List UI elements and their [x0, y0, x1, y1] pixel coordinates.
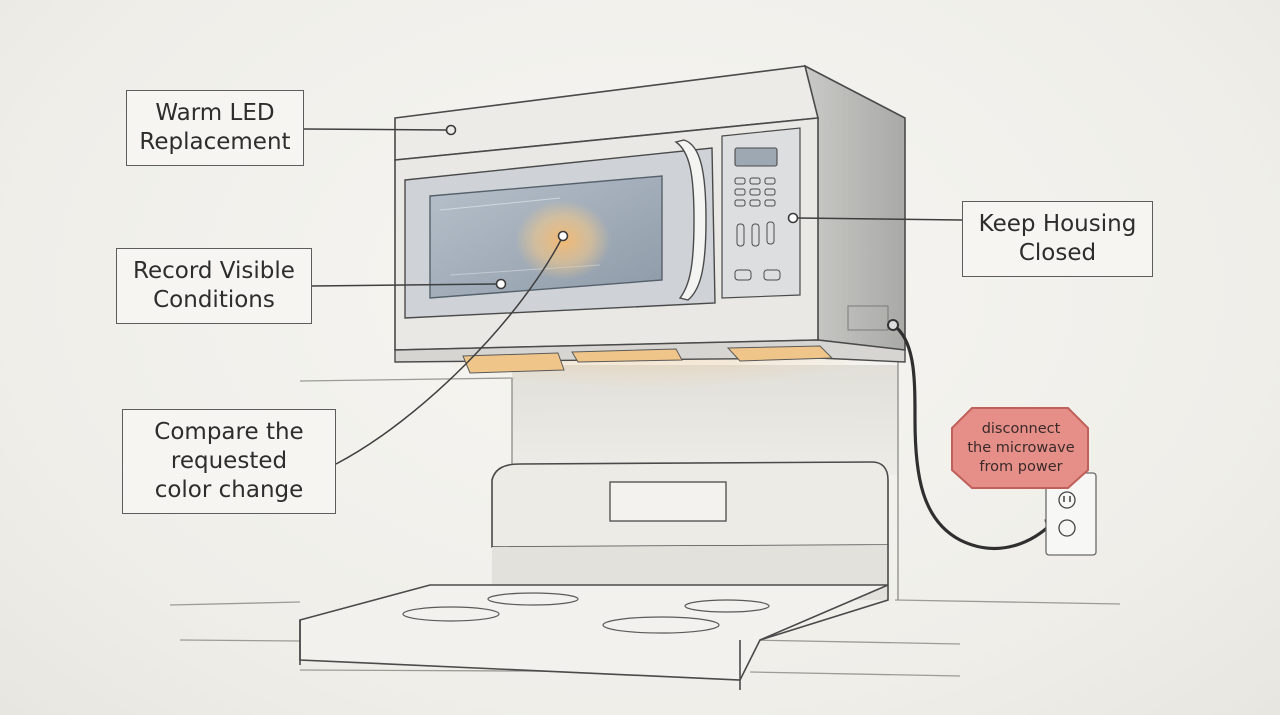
leader-keep-housing [797, 217, 963, 221]
leader-record [311, 283, 497, 287]
warning-text: disconnect the microwave from power [954, 410, 1088, 486]
microwave-body [394, 117, 819, 351]
microwave-bottom [394, 339, 906, 374]
label-keep-housing-closed: Keep Housing Closed [962, 201, 1153, 277]
label-compare-color-change: Compare the requested color change [122, 409, 336, 514]
label-line: Replacement [139, 129, 291, 155]
label-line: color change [154, 477, 304, 503]
label-line: Record Visible [133, 258, 295, 284]
label-line: Warm LED [155, 100, 275, 126]
display-window [734, 147, 778, 167]
burner [402, 606, 500, 622]
burner [684, 599, 770, 613]
burner [487, 592, 579, 606]
label-line: requested [170, 448, 288, 474]
warning-line: from power [979, 458, 1063, 475]
label-warm-led-replacement: Warm LED Replacement [126, 90, 304, 166]
warning-octagon [951, 407, 1089, 489]
control-panel [721, 127, 801, 299]
label-record-visible-conditions: Record Visible Conditions [116, 248, 312, 324]
stove [299, 461, 889, 690]
label-line: Compare the [154, 419, 304, 445]
label-line: Keep Housing [978, 211, 1137, 237]
label-line: Conditions [153, 287, 275, 313]
stove-display [609, 481, 727, 522]
microwave-side [804, 64, 906, 351]
leader-compare [335, 235, 564, 465]
burner [602, 616, 720, 634]
warning-line: the microwave [967, 439, 1075, 456]
led-point [445, 124, 457, 136]
leader-warm-led [303, 128, 447, 131]
label-line: Closed [1018, 240, 1097, 266]
warning-line: disconnect [981, 420, 1061, 437]
housing-point [787, 212, 799, 224]
door-handle [674, 139, 707, 301]
cooktop [299, 584, 889, 681]
leader-lines [303, 128, 963, 465]
